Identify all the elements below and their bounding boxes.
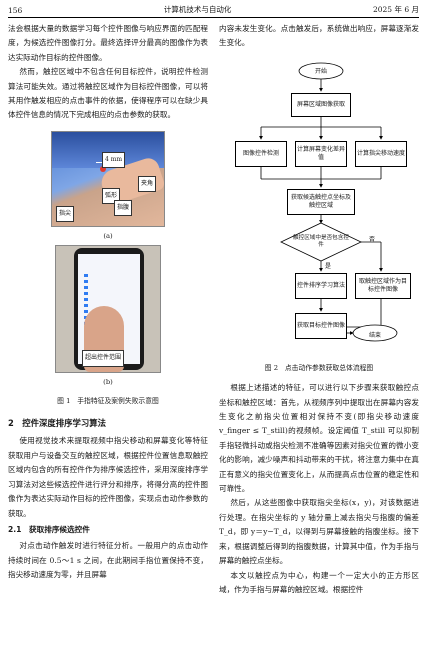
right-paragraph-3: 然后，从这些图像中获取指尖坐标(x，y)，对该数据进行处理。在指尖坐标的 y 轴… [219, 498, 419, 566]
section-2-title: 2 控件深度排序学习算法 [8, 418, 106, 429]
flow-candidate-touch: 获取候选触控点坐标及触控区域 [287, 188, 355, 215]
flow-get-target: 获取目标控件图像 [295, 312, 347, 339]
left-paragraph-1: 法会根据大量的数据学习每个控件图像与响应界面的匹配程度，为候选控件图像打分。最终… [8, 24, 208, 62]
flow-no-label: 否 [369, 235, 376, 243]
flow-yes-label: 是 [325, 262, 332, 270]
journal-name: 计算机技术与自动化 [163, 5, 232, 14]
figure-1: 4 mm 夹角 弧形 指腹 指尖 (a) 超出控件范围 (b) 图 1 手指特征… [8, 130, 208, 408]
annotation-4mm: 4 mm [102, 151, 126, 169]
right-paragraph-2: 根据上述描述的特征，可以进行以下步骤来获取触控点坐标和触控区域：首先，从视频序列… [219, 383, 419, 494]
figure-1-caption: 图 1 手指特征及案例失败示意图 [57, 396, 159, 405]
right-column: 内容未发生变化。点击触发后，系统做出响应，屏幕逐渐发生变化。 [219, 22, 419, 597]
figure-1a-label: (a) [103, 231, 113, 240]
flow-decision: 触控区域中是否包含控件 [293, 234, 349, 248]
flow-ranking: 控件排序学习算法 [295, 272, 347, 299]
flow-start: 开始 [314, 67, 327, 75]
right-paragraph-1: 内容未发生变化。点击触发后，系统做出响应，屏幕逐渐发生变化。 [219, 24, 419, 48]
left-paragraph-2: 然而，触控区域中不包含任何目标控件，说明控件检测算法可能失效。通过将触控区域作为… [8, 67, 208, 120]
flowchart-connectors [259, 62, 398, 342]
flow-fingertip-speed: 计算指尖移动速度 [355, 140, 407, 167]
figure-2-flowchart: 开始 屏幕区域图像获取 图像控件检测 计算屏幕变化差异值 计算指尖移动速度 获取… [219, 57, 419, 357]
issue-date: 2025 年 6 月 [372, 5, 419, 14]
page-header: 156 计算机技术与自动化 2025 年 6 月 [8, 0, 419, 18]
figure-1a-photo: 4 mm 夹角 弧形 指腹 指尖 [51, 130, 165, 227]
right-paragraph-4: 本文以触控点为中心，构建一个一定大小的正方形区域，作为手指与屏幕的触控区域。根据… [219, 570, 419, 594]
annotation-angle: 夹角 [138, 175, 157, 193]
figure-1b-label: (b) [103, 378, 113, 387]
left-paragraph-4: 对点击动作触发时进行特征分析。一般用户的点击动作持续时间在 0.5～1 s 之间… [8, 541, 208, 580]
flow-touch-as-target: 取触控区域作为目标控件图像 [355, 272, 411, 299]
page-number: 156 [8, 6, 23, 15]
left-column: 法会根据大量的数据学习每个控件图像与响应界面的匹配程度，为候选控件图像打分。最终… [8, 22, 208, 583]
flow-end: 结束 [368, 331, 381, 339]
figure-2-caption: 图 2 点击动作参数获取总体流程图 [264, 363, 374, 372]
flow-screen-diff: 计算屏幕变化差异值 [295, 140, 347, 167]
figure-1b-photo: 超出控件范围 [55, 245, 161, 374]
annotation-contact: 指腹 [114, 199, 133, 217]
section-2-1-title: 2.1 获取排序候选控件 [8, 524, 90, 534]
annotation-out-of-range: 超出控件范围 [82, 350, 125, 367]
flow-screen-capture: 屏幕区域图像获取 [291, 92, 351, 117]
flow-control-detection: 图像控件检测 [235, 140, 287, 167]
left-paragraph-3: 使用视觉技术来提取视频中指尖移动和屏幕变化等特征获取用户与设备交互的触控区域，根… [8, 436, 208, 518]
annotation-tip: 指尖 [56, 205, 75, 223]
